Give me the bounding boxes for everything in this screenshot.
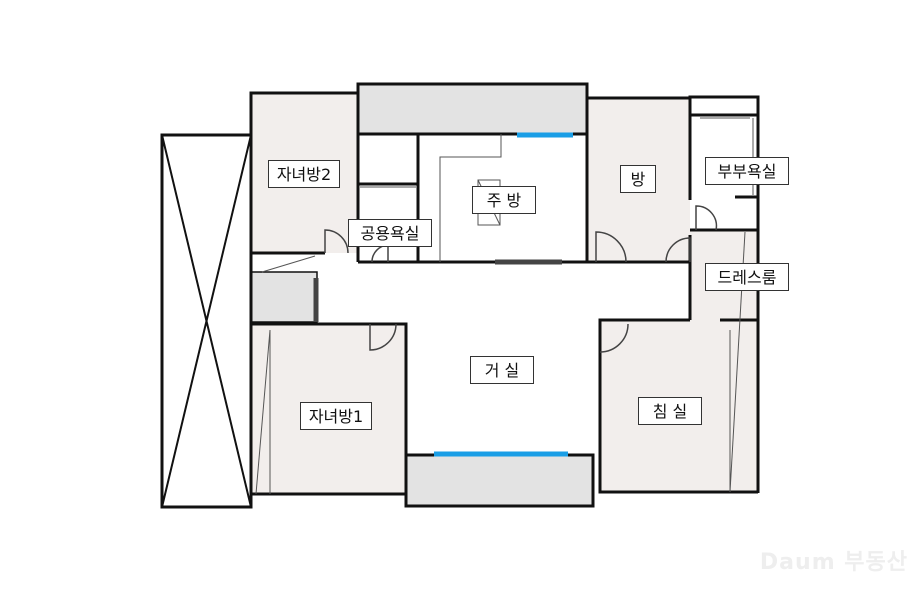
label-master-bathroom: 부부욕실 <box>705 157 789 185</box>
label-living-room: 거 실 <box>470 356 534 384</box>
thin-lines <box>255 117 754 495</box>
watermark-logo: Daum 부동산 <box>759 550 908 575</box>
label-shared-bathroom: 공용욕실 <box>348 219 432 247</box>
label-child-room-1: 자녀방1 <box>300 402 372 430</box>
sliding-doors <box>313 259 562 322</box>
balconies <box>250 82 595 508</box>
bottom-balcony <box>404 453 595 508</box>
label-child-room-2: 자녀방2 <box>268 160 340 188</box>
top-balcony <box>356 82 589 136</box>
label-kitchen: 주 방 <box>472 186 536 214</box>
storage-box <box>250 271 318 323</box>
label-room: 방 <box>620 165 656 193</box>
void-area <box>160 133 253 509</box>
doors <box>324 205 718 353</box>
label-bedroom: 침 실 <box>638 397 702 425</box>
windows <box>434 132 573 457</box>
label-dressing-room: 드레스룸 <box>705 263 789 291</box>
room-fills <box>251 93 758 494</box>
